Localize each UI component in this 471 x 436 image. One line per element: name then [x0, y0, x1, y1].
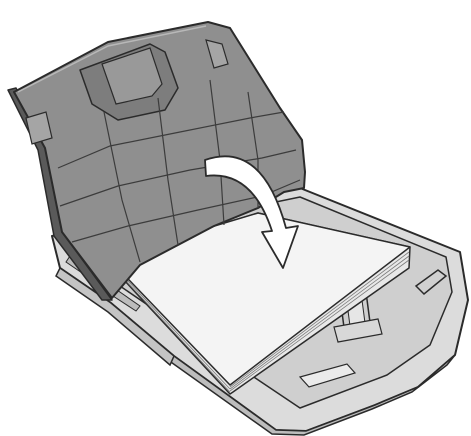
close-direction-arrow-icon [204, 155, 299, 269]
cover-left-tab [25, 111, 53, 145]
cover-center-slot [101, 47, 163, 105]
cover-right-tab [205, 39, 229, 69]
cover-top-edge-highlight [17, 25, 207, 93]
output-paper-tray-cover [7, 21, 306, 301]
tray-front-window [298, 363, 357, 388]
tray-side-slider [414, 269, 448, 296]
tray-side-rail [55, 266, 175, 367]
tray-front-lip [166, 354, 456, 436]
